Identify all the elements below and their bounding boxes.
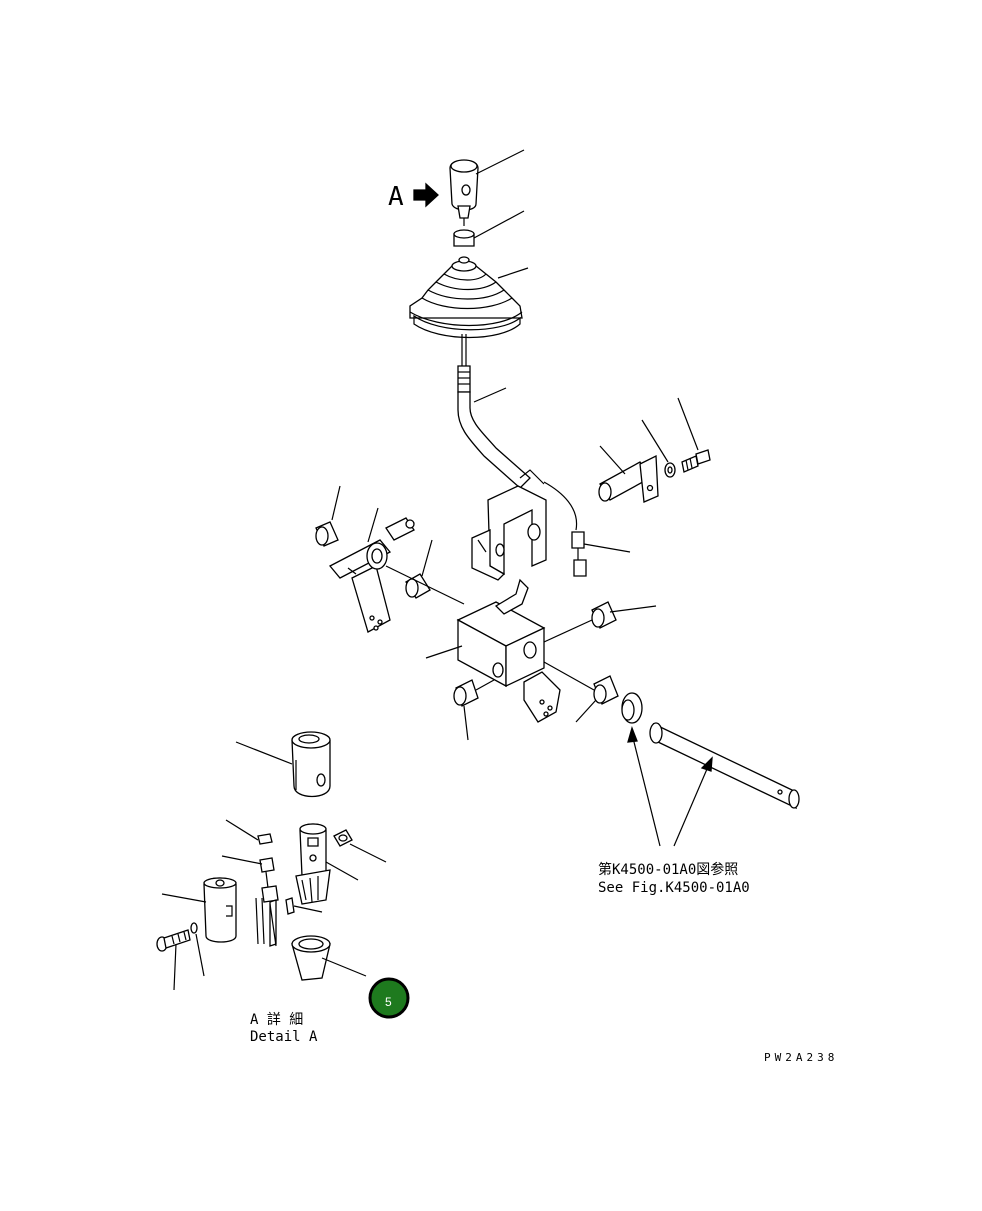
knob-cap xyxy=(291,731,331,798)
callout-badge-5[interactable]: 5 xyxy=(368,977,410,1019)
knob-cap-leader-line xyxy=(235,741,293,765)
rubber-cap-leader-line xyxy=(321,957,367,977)
clip xyxy=(257,833,273,845)
callout-badge-number: 5 xyxy=(385,995,392,1009)
lower-left-bushing-leader-line xyxy=(463,705,469,741)
washer-leader-line xyxy=(641,419,669,463)
left-bushing-leader-line xyxy=(331,485,341,521)
main-block xyxy=(456,578,561,723)
clip-leader-line xyxy=(225,819,259,841)
switch-body xyxy=(295,823,331,905)
lower-right-bushing-leader-line xyxy=(575,699,597,723)
lower-right-bushing xyxy=(593,675,619,705)
shaft-axis-line xyxy=(385,565,465,605)
bolt xyxy=(681,449,711,473)
lever-knob xyxy=(449,159,479,226)
center-bushing-leader-line xyxy=(421,539,433,577)
block-to-lower-bushing-line xyxy=(475,679,495,691)
wire-harness xyxy=(543,481,578,531)
wire-lead-leader-line xyxy=(269,903,277,947)
pivot-pin xyxy=(598,454,659,503)
detail-screw-leader-line xyxy=(173,943,177,991)
lower-left-bushing xyxy=(453,679,479,707)
pin-leader-line xyxy=(599,445,626,475)
upper-right-bushing xyxy=(591,601,617,629)
terminal xyxy=(259,857,279,903)
drawing-code: PW2A238 xyxy=(764,1051,838,1064)
seal-ring xyxy=(621,692,643,724)
bolt-leader-line xyxy=(677,397,699,451)
left-bracket-leader-line xyxy=(367,507,379,543)
spring-clip-leader-line xyxy=(293,905,323,913)
terminal-leader-line xyxy=(221,855,263,865)
small-nut-leader-line xyxy=(349,843,387,863)
view-arrow-icon xyxy=(413,182,439,208)
connector-leader-line xyxy=(583,543,631,553)
nut-leader-line xyxy=(473,210,525,239)
lever-nut xyxy=(453,229,475,247)
rubber-cap xyxy=(291,935,331,981)
detail-washer-leader-line xyxy=(195,933,205,977)
reference-note-ja: 第K4500-01A0図参照 xyxy=(598,861,738,878)
small-nut xyxy=(333,829,353,847)
connector xyxy=(571,531,587,577)
lever-rod xyxy=(457,334,531,489)
detail-caption-en: Detail A xyxy=(250,1029,318,1045)
lever-bracket xyxy=(471,469,547,581)
left-bushing xyxy=(315,521,339,547)
switch-body-leader-line xyxy=(325,861,359,881)
reference-note-en: See Fig.K4500-01A0 xyxy=(598,880,750,896)
center-bushing xyxy=(405,573,431,599)
rubber-boot xyxy=(409,256,523,338)
reference-leader-arrows xyxy=(627,725,713,847)
block-to-bushing-line xyxy=(543,619,593,643)
handle-half-shell xyxy=(203,877,237,943)
spring-clip xyxy=(285,897,295,915)
long-shaft xyxy=(649,722,800,810)
rod-leader-line xyxy=(473,387,507,403)
block-leader-line xyxy=(425,645,463,659)
detail-screw xyxy=(156,929,191,952)
washer xyxy=(664,462,676,478)
detail-caption-ja: A 詳 細 xyxy=(250,1012,303,1028)
detail-washer xyxy=(190,922,198,934)
handle-shell-leader-line xyxy=(161,893,207,903)
knob-leader-line xyxy=(475,149,525,175)
view-arrow-label: A xyxy=(388,182,404,212)
lower-shaft-axis-line xyxy=(543,661,595,691)
left-bracket xyxy=(328,517,415,633)
boot-leader-line xyxy=(497,267,529,279)
upper-right-bushing-leader-line xyxy=(609,605,657,613)
